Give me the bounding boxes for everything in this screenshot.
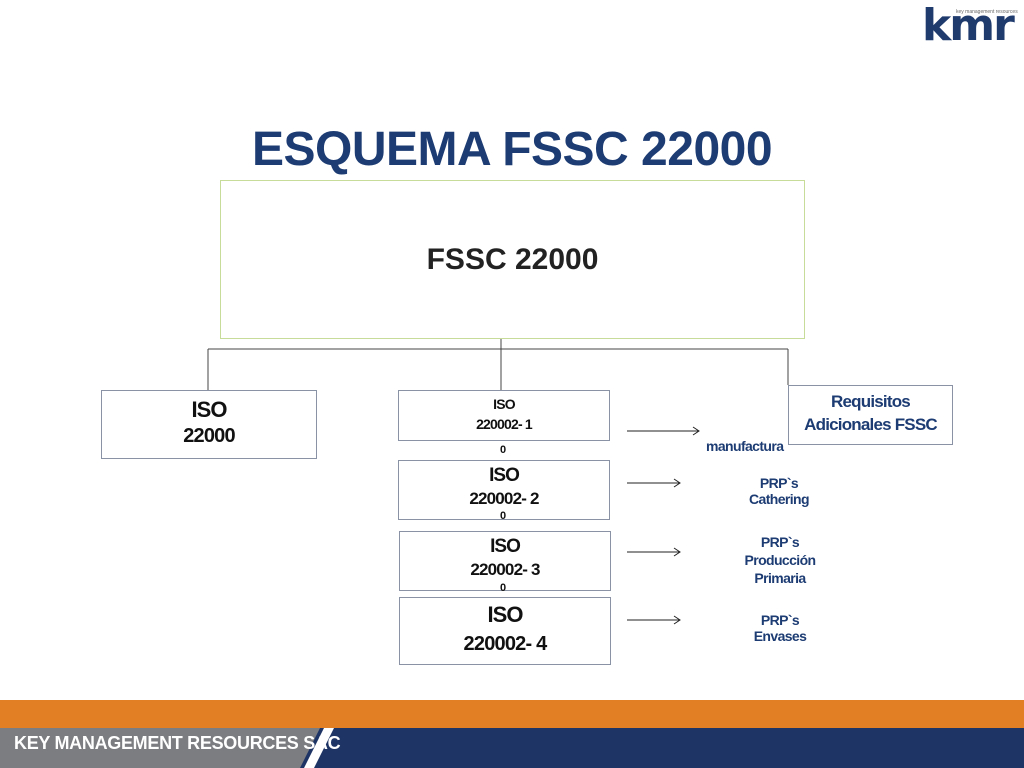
- fssc-root-box: FSSC 22000: [220, 180, 805, 339]
- iso-box-3: ISO 220002- 3: [399, 531, 611, 591]
- prp-label-manufactura: manufactura: [706, 438, 784, 454]
- arrow-4: [627, 615, 681, 625]
- iso-box-1-line1: ISO: [493, 396, 516, 412]
- iso-box-1: ISO 220002- 1: [398, 390, 610, 441]
- prp-label-produccion-line2: Primaria: [754, 570, 806, 586]
- arrow-2: [627, 478, 681, 488]
- iso22000-line2: 22000: [183, 425, 235, 447]
- prp-label-produccion: PRP`s Producción Primaria: [724, 533, 836, 587]
- iso-box-2-line2: 220002- 2: [469, 489, 539, 508]
- iso22000-line1: ISO: [191, 397, 228, 422]
- iso-box-1-zero: 0: [500, 444, 507, 456]
- iso-box-2-zero: 0: [500, 510, 507, 522]
- iso22000-box: ISO 22000: [101, 390, 317, 459]
- prp-label-envases: PRP`s Envases: [753, 612, 807, 644]
- page-title: ESQUEMA FSSC 22000: [251, 123, 773, 176]
- iso-box-4-line1: ISO: [487, 602, 524, 627]
- fssc-root-label: FSSC 22000: [426, 243, 599, 276]
- iso-box-3-zero: 0: [500, 582, 507, 594]
- footer-orange-band: [0, 700, 1024, 728]
- iso-box-3-line1: ISO: [490, 536, 521, 557]
- iso-box-1-line2: 220002- 1: [476, 416, 533, 432]
- iso-box-4-line2: 220002- 4: [463, 633, 548, 655]
- iso-box-4: ISO 220002- 4: [399, 597, 611, 665]
- prp-label-produccion-line1: PRP`s Producción: [744, 534, 816, 568]
- iso-box-2-line1: ISO: [489, 465, 520, 486]
- requisitos-line2: Adicionales FSSC: [804, 415, 937, 434]
- logo-tagline: key management resources: [956, 9, 1018, 15]
- arrow-1: [627, 426, 700, 436]
- kmr-logo: kmr key management resources: [922, 4, 1018, 48]
- footer-blue-band: [320, 728, 1024, 768]
- iso-box-2: ISO 220002- 2: [398, 460, 610, 520]
- requisitos-box: Requisitos Adicionales FSSC: [788, 385, 953, 445]
- logo-text: kmr: [922, 0, 1015, 51]
- iso-box-3-line2: 220002- 3: [470, 560, 540, 579]
- logo-wordmark: kmr: [922, 4, 1015, 48]
- footer-slant-divider: [300, 728, 350, 768]
- arrow-3: [627, 547, 681, 557]
- prp-label-cathering: PRP`s Cathering: [749, 475, 810, 507]
- requisitos-line1: Requisitos: [831, 392, 911, 411]
- footer-company-name: KEY MANAGEMENT RESOURCES SAC: [14, 733, 341, 753]
